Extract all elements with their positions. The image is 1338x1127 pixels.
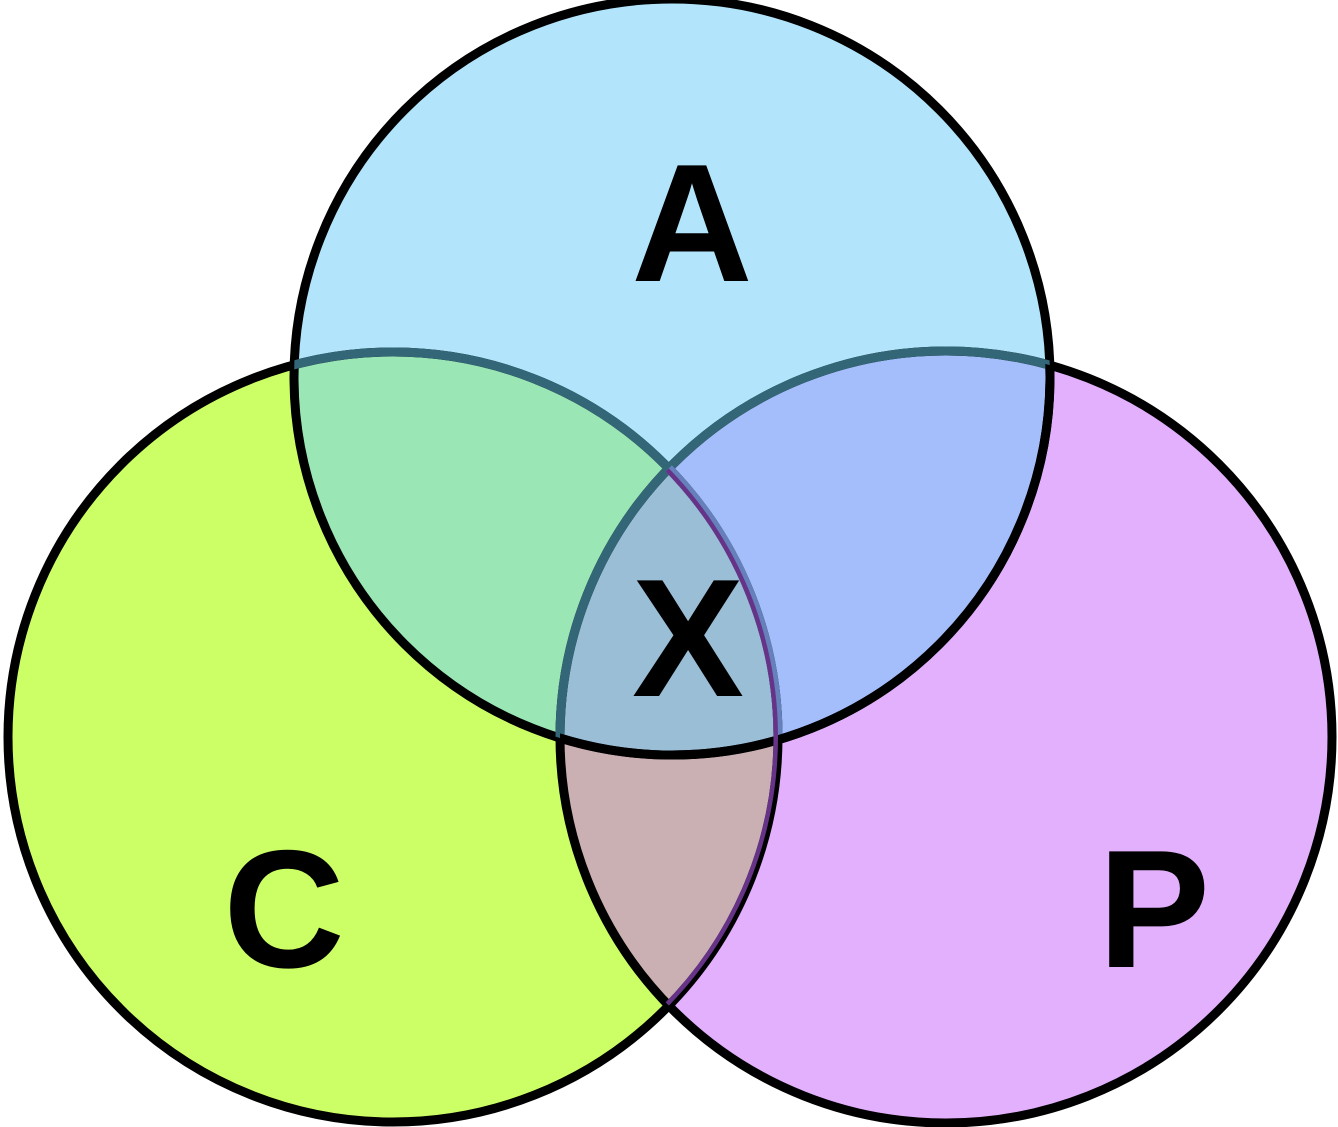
intersection-label: X bbox=[632, 544, 744, 732]
set-a-label: A bbox=[631, 129, 752, 317]
set-p-label: P bbox=[1098, 815, 1210, 1003]
set-c-label: C bbox=[223, 815, 344, 1003]
